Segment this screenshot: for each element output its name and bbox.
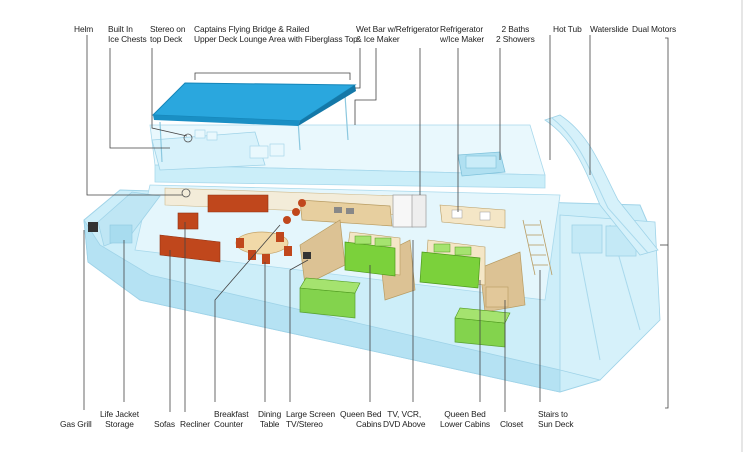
label-sofas: Sofas	[154, 419, 175, 429]
label-recliner: Recliner	[180, 419, 210, 429]
label-wet-bar: Wet Bar w/Refrigerator& Ice Maker	[356, 24, 439, 44]
leader-lines	[83, 35, 669, 412]
upper-deck	[149, 94, 546, 189]
label-tv-vcr: TV, VCR,DVD Above	[383, 409, 426, 429]
waterslide	[544, 114, 659, 256]
right-border	[741, 0, 743, 452]
fiberglass-canopy	[151, 82, 357, 126]
lower-cabins	[299, 277, 511, 348]
label-closet: Closet	[500, 419, 524, 429]
label-helm: Helm	[74, 24, 94, 34]
label-waterslide: Waterslide	[590, 24, 629, 34]
label-dual-motors: Dual Motors	[632, 24, 677, 34]
label-hot-tub: Hot Tub	[553, 24, 582, 34]
label-gas-grill: Gas Grill	[60, 419, 92, 429]
interior	[88, 187, 553, 313]
